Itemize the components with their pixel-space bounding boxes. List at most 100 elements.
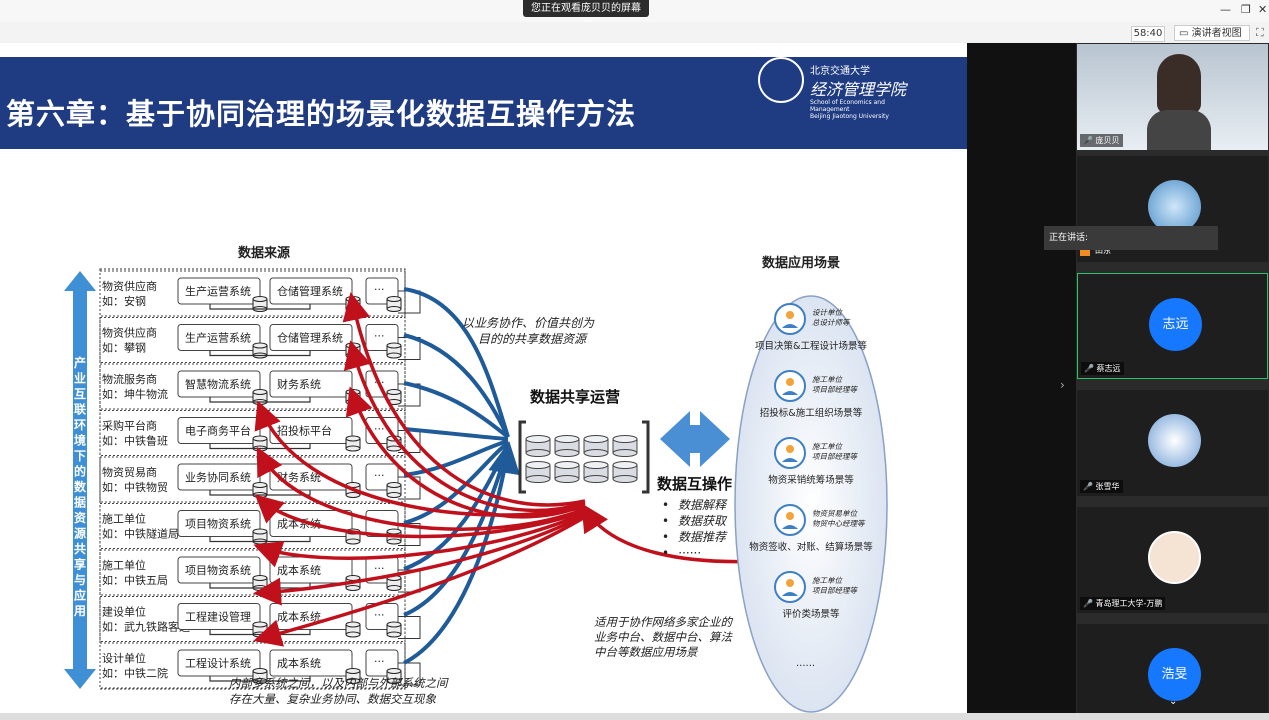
apps-title: 数据应用场景: [762, 255, 840, 271]
red-flow-6: [254, 494, 586, 539]
flow-note-line-1: 以业务协作、价值共创为: [462, 316, 595, 330]
org-example: 如：攀钢: [102, 341, 146, 355]
red-flow-8: [253, 513, 586, 606]
system-label: 业务协同系统: [185, 470, 251, 484]
blue-flow: [403, 287, 521, 665]
side-label-char: 业: [74, 371, 86, 386]
red-flow: [253, 292, 791, 647]
system-label: ···: [374, 562, 385, 575]
interop-double-arrow: [660, 411, 730, 467]
logo-cn-name: 北京交通大学: [810, 66, 870, 77]
side-label-char: 据: [74, 495, 86, 510]
interop-item: 数据推荐: [678, 530, 728, 544]
org-name: 设计单位: [102, 651, 146, 665]
side-label-char: 产: [74, 355, 86, 370]
minimize-icon[interactable]: —: [1220, 3, 1231, 16]
system-box: [177, 277, 261, 305]
speaking-indicator: 正在讲话:: [1044, 226, 1218, 250]
side-label-char: 享: [74, 557, 86, 572]
source-row: 物资供应商如：攀钢生产运营系统仓储管理系统···: [99, 317, 421, 363]
system-label: ···: [374, 609, 385, 622]
scenario-role-2: 项目部经理等: [812, 586, 858, 595]
scenario-role-2: 总设计师等: [812, 318, 851, 327]
interop-items: •数据解释•数据获取•数据推荐•······: [662, 498, 728, 560]
scenario-role-2: 项目部经理等: [812, 385, 858, 394]
participant-tile[interactable]: 志远 🎤 蔡志远: [1077, 273, 1268, 379]
presenter-view-dropdown[interactable]: ▭ 演讲者视图 ▾: [1174, 25, 1250, 55]
system-box: [269, 649, 353, 677]
system-label: 财务系统: [277, 377, 321, 391]
side-label-char: 共: [74, 541, 86, 556]
participant-tile[interactable]: 🎤 庞贝贝: [1077, 44, 1268, 150]
org-name: 施工单位: [102, 512, 146, 526]
logo-en-line-1: School of Economics and Management: [810, 99, 885, 113]
system-label: 生产运营系统: [185, 284, 251, 298]
system-label: ···: [374, 423, 385, 436]
close-icon[interactable]: ✕: [1258, 3, 1268, 16]
slide-header: 第六章：基于协同治理的场景化数据互操作方法 北京交通大学 经济管理学院 Scho…: [0, 43, 967, 149]
scenario-list: 设计单位总设计师等项目决策&工程设计场景等施工单位项目部经理等招投标&施工组织场…: [749, 303, 873, 672]
restore-icon[interactable]: ❐: [1241, 3, 1251, 16]
participant-name: 田东: [1095, 246, 1111, 255]
scenario-label: 招投标&施工组织场景等: [760, 407, 863, 419]
scenario-role-2: 项目部经理等: [812, 452, 858, 461]
org-name: 物资供应商: [102, 326, 157, 340]
mic-muted-icon: 🎤: [1083, 599, 1093, 608]
side-label-char: 下: [74, 449, 86, 463]
participant-tile[interactable]: 浩旻 ⌄: [1077, 624, 1268, 713]
speaking-label: 正在讲话:: [1049, 233, 1089, 243]
collapse-arrow-icon[interactable]: ›: [1060, 378, 1065, 392]
scenario-label: 物资签收、对账、结算场景等: [749, 541, 873, 553]
org-example: 如：中铁鲁班: [102, 434, 168, 448]
org-name: 物资供应商: [102, 279, 157, 293]
side-label-char: 互: [74, 387, 86, 401]
system-label: 仓储管理系统: [277, 331, 343, 345]
system-label: 智慧物流系统: [185, 377, 251, 391]
side-label-char: 用: [73, 604, 86, 618]
participant-name: 🎤 张雪华: [1080, 480, 1123, 493]
blue-flow-3: [403, 381, 510, 439]
side-label-char: 应: [74, 588, 86, 603]
bottom-strip: [0, 713, 1269, 720]
system-box: [177, 370, 261, 398]
screen-share-banner[interactable]: 您正在观看庞贝贝的屏幕 ☰: [523, 0, 649, 31]
system-label: ···: [374, 469, 385, 482]
interop-item: ······: [678, 546, 701, 560]
side-label-char: 环: [74, 418, 86, 432]
system-label: 生产运营系统: [185, 331, 251, 345]
org-example: 如：安钢: [102, 294, 146, 308]
participant-tile[interactable]: 🎤 张雪华: [1077, 390, 1268, 496]
toolbar: [0, 22, 1269, 42]
org-example: 如：中铁隧道局: [102, 527, 179, 541]
fullscreen-icon[interactable]: ⛶: [1256, 26, 1264, 39]
avatar: [1148, 180, 1201, 233]
side-double-arrow: [64, 271, 96, 689]
side-label-char: 境: [74, 433, 86, 448]
scenario-role-2: 物贸中心经理等: [812, 519, 866, 528]
apps-ellipse: [734, 295, 888, 713]
system-box: [177, 510, 261, 537]
svg-text:•: •: [662, 530, 669, 544]
side-label-char: 联: [74, 403, 86, 417]
red-flow-3: [345, 386, 586, 519]
source-rows: 物资供应商如：安钢生产运营系统仓储管理系统···物资供应商如：攀钢生产运营系统仓…: [99, 268, 421, 690]
logo-en-line-2: Beijing Jiaotong University: [810, 113, 889, 120]
org-name: 采购平台商: [102, 419, 157, 433]
blue-flow-1: [403, 287, 510, 438]
seal-icon: [758, 57, 804, 103]
side-label-char: 源: [74, 526, 86, 541]
avatar: 志远: [1149, 298, 1202, 351]
chevron-down-icon[interactable]: ⌄: [1169, 696, 1178, 707]
participant-tile[interactable]: 🎤 青岛理工大学-万鹏: [1077, 507, 1268, 613]
scenario-role-1: 施工单位: [812, 375, 843, 384]
org-example: 如：武九铁路客运: [102, 620, 190, 634]
source-row: 建设单位如：武九铁路客运工程建设管理成本系统···: [99, 596, 421, 642]
source-row: 物资供应商如：安钢生产运营系统仓储管理系统···: [99, 270, 421, 317]
name-text: 青岛理工大学-万鹏: [1095, 599, 1163, 608]
